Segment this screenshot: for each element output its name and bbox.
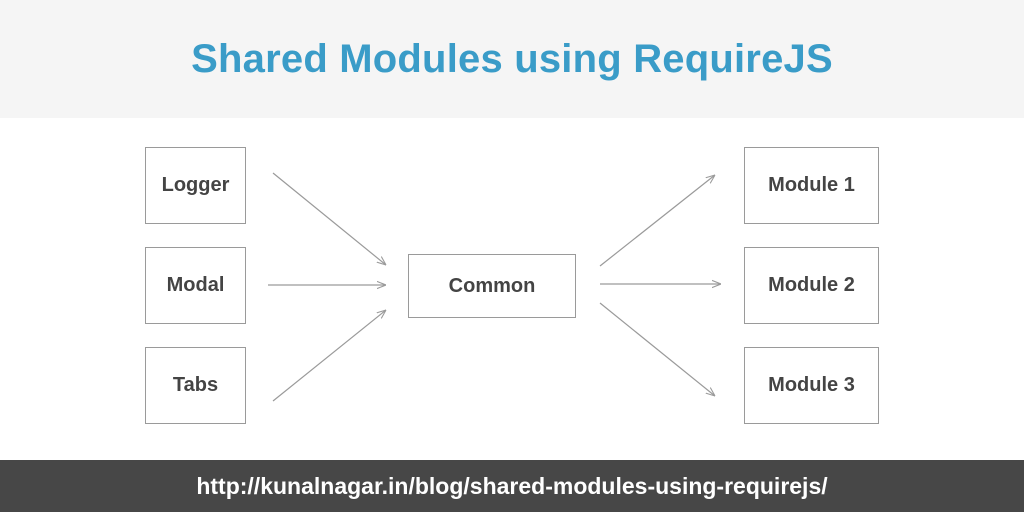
header-banner: Shared Modules using RequireJS [0, 0, 1024, 118]
node-module-2: Module 2 [744, 247, 879, 324]
node-logger: Logger [145, 147, 246, 224]
arrow-logger-to-common [272, 172, 386, 265]
source-url: http://kunalnagar.in/blog/shared-modules… [196, 472, 828, 499]
arrow-common-to-module-1 [599, 175, 715, 267]
arrow-tabs-to-common [272, 310, 386, 402]
footer-bar: http://kunalnagar.in/blog/shared-modules… [0, 460, 1024, 512]
node-module-3: Module 3 [744, 347, 879, 424]
node-module-1: Module 1 [744, 147, 879, 224]
node-common: Common [408, 254, 576, 318]
page-title: Shared Modules using RequireJS [191, 36, 833, 81]
arrow-common-to-module-3 [599, 302, 715, 396]
node-tabs: Tabs [145, 347, 246, 424]
node-modal: Modal [145, 247, 246, 324]
